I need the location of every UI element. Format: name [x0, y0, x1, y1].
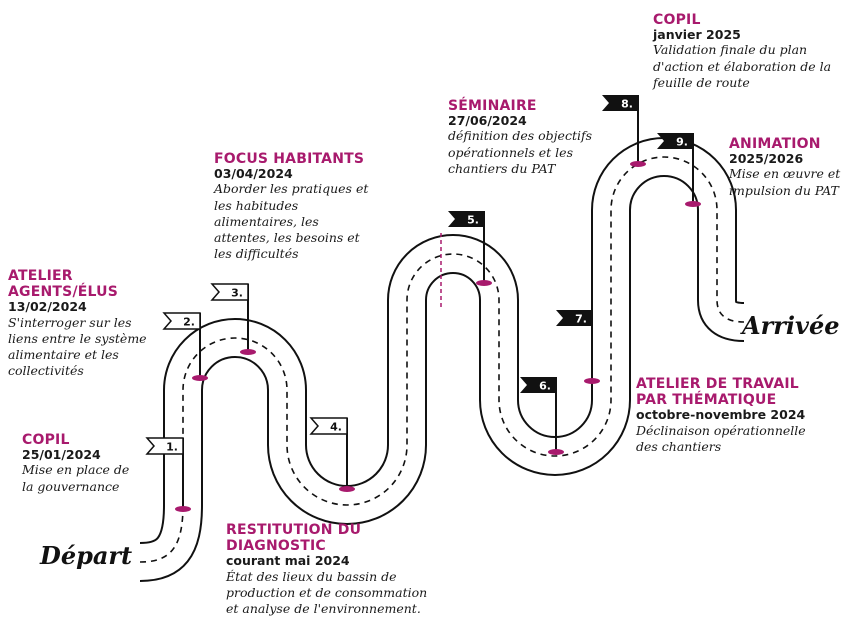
flag-marker-1: 1. — [145, 437, 191, 512]
milestone-description: S'interroger sur les liens entre le syst… — [8, 314, 147, 379]
flag-marker-3: 3. — [210, 283, 256, 355]
flag-banner — [210, 283, 249, 301]
flag-banner — [602, 95, 638, 111]
milestone-description: État des lieux du bassin de production e… — [226, 568, 428, 617]
milestone-date: 2025/2026 — [729, 151, 804, 167]
flag-marker-8: 8. — [602, 95, 646, 167]
milestone-description: définition des objectifs opérationnels e… — [448, 128, 593, 176]
milestone-title: ATELIER AGENTS/ÉLUS — [8, 268, 118, 301]
flag-number: 6. — [539, 380, 551, 393]
milestone-description: Mise en place de la gouvernance — [22, 462, 130, 494]
milestone-6: ATELIER DE TRAVAIL PAR THÉMATIQUE octobr… — [636, 376, 836, 455]
milestone-title: SÉMINAIRE — [448, 98, 537, 114]
flag-marker-7: 7. — [556, 310, 600, 384]
flag-base — [192, 375, 208, 381]
milestone-9: ANIMATION 2025/2026 Mise en œuvre et imp… — [729, 136, 851, 199]
flag-banner — [145, 437, 184, 455]
flag-base — [584, 378, 600, 384]
milestone-description: Aborder les pratiques et les habitudes a… — [214, 181, 369, 262]
milestone-title: RESTITUTION DU DIAGNOSTIC — [226, 522, 362, 555]
milestone-description: Validation finale du plan d'action et él… — [653, 42, 832, 90]
flag-banner — [657, 133, 693, 149]
flag-base — [240, 349, 256, 355]
milestone-date: 13/02/2024 — [8, 299, 87, 315]
flag-base — [339, 486, 355, 492]
flag-base — [548, 449, 564, 455]
milestone-3: FOCUS HABITANTS 03/04/2024 Aborder les p… — [214, 151, 384, 263]
start-label: Départ — [40, 541, 133, 570]
flag-base — [630, 161, 646, 167]
flag-base — [175, 506, 191, 512]
milestone-date: janvier 2025 — [653, 27, 741, 43]
milestone-description: Déclinaison opérationnelle des chantiers — [636, 422, 806, 454]
flags: 1. 2. 3. 4. 5. 6. 7. 8. 9. — [145, 95, 701, 512]
milestone-title: COPIL — [653, 12, 701, 28]
flag-banner — [520, 377, 556, 393]
flag-base — [476, 280, 492, 286]
milestone-5: SÉMINAIRE 27/06/2024 définition des obje… — [448, 98, 608, 177]
flag-marker-2: 2. — [162, 312, 208, 381]
flag-number: 4. — [330, 421, 342, 434]
milestone-title: FOCUS HABITANTS — [214, 151, 365, 167]
milestone-title: ANIMATION — [729, 136, 821, 152]
milestone-title: ATELIER DE TRAVAIL PAR THÉMATIQUE — [636, 376, 799, 409]
flag-number: 5. — [467, 214, 479, 227]
flag-banner — [162, 312, 201, 330]
milestone-8: COPIL janvier 2025 Validation finale du … — [653, 12, 833, 91]
milestone-title: COPIL — [22, 432, 70, 448]
milestone-date: courant mai 2024 — [226, 553, 350, 569]
flag-number: 2. — [183, 316, 195, 329]
flag-banner — [556, 310, 592, 326]
flag-marker-4: 4. — [309, 417, 355, 492]
milestone-2: ATELIER AGENTS/ÉLUS 13/02/2024 S'interro… — [8, 268, 168, 380]
end-label: Arrivée — [742, 311, 840, 340]
flag-number: 3. — [231, 287, 243, 300]
flag-number: 8. — [621, 98, 633, 111]
flag-banner — [309, 417, 348, 435]
milestone-date: 25/01/2024 — [22, 447, 101, 463]
milestone-date: 27/06/2024 — [448, 113, 527, 129]
flag-number: 1. — [166, 441, 178, 454]
flag-banner — [448, 211, 484, 227]
milestone-date: octobre-novembre 2024 — [636, 407, 806, 423]
milestone-date: 03/04/2024 — [214, 166, 293, 182]
flag-marker-6: 6. — [520, 377, 564, 455]
flag-marker-9: 9. — [657, 133, 701, 207]
flag-number: 9. — [676, 136, 688, 149]
flag-number: 7. — [575, 313, 587, 326]
milestone-1: COPIL 25/01/2024 Mise en place de la gou… — [22, 432, 172, 495]
milestone-4: RESTITUTION DU DIAGNOSTIC courant mai 20… — [226, 522, 456, 617]
flag-marker-5: 5. — [448, 211, 492, 286]
flag-base — [685, 201, 701, 207]
milestone-description: Mise en œuvre et impulsion du PAT — [729, 166, 841, 198]
